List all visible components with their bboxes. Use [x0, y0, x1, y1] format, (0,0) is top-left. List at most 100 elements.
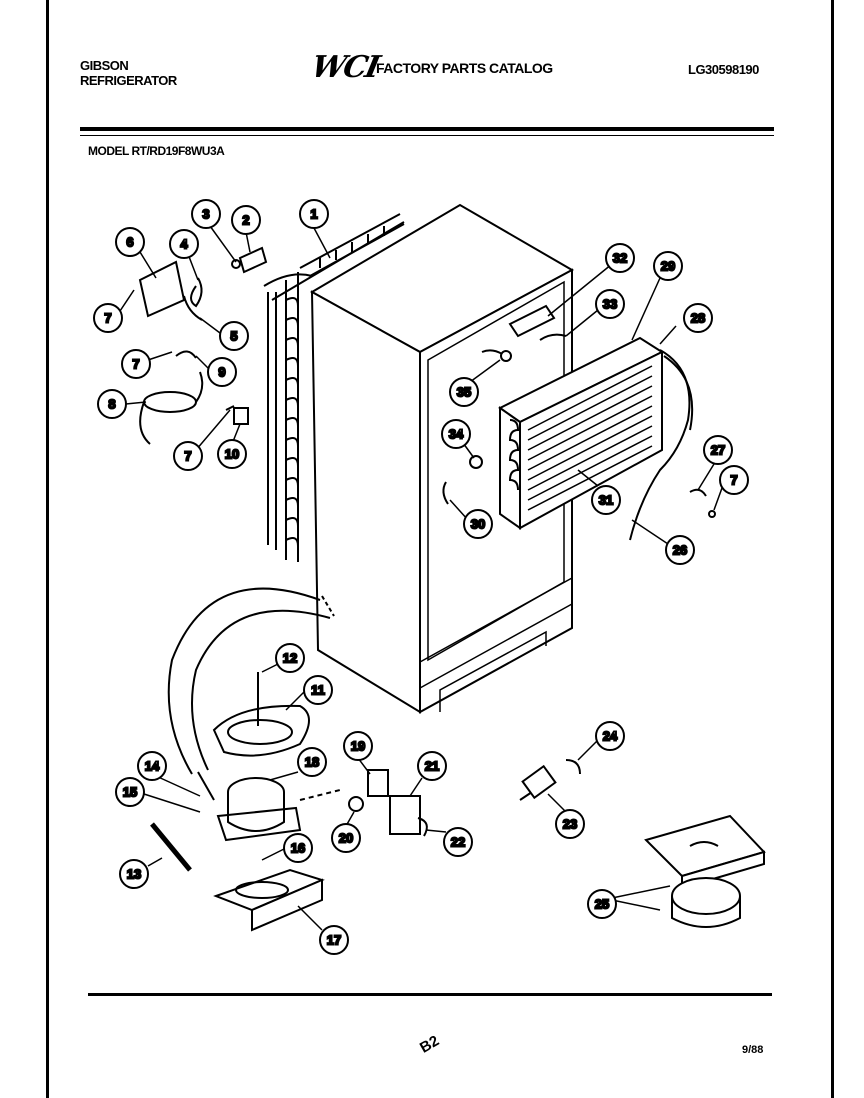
callout-19: 19 [343, 731, 373, 761]
catalog-title: FACTORY PARTS CATALOG [376, 60, 553, 76]
svg-text:5: 5 [230, 329, 237, 344]
callout-26: 26 [665, 535, 695, 565]
callout-5: 5 [219, 321, 249, 351]
brand-block: GIBSON REFRIGERATOR [80, 58, 177, 88]
callout-1: 1 [299, 199, 329, 229]
compressor [216, 777, 341, 842]
callout-27: 27 [703, 435, 733, 465]
svg-text:29: 29 [661, 259, 675, 274]
condenser-coil [263, 213, 405, 562]
svg-text:7: 7 [184, 449, 191, 464]
svg-text:32: 32 [613, 251, 627, 266]
callout-7b: 7 [121, 349, 151, 379]
callout-35: 35 [449, 377, 479, 407]
callout-6: 6 [115, 227, 145, 257]
callout-30: 30 [463, 509, 493, 539]
callout-17: 17 [319, 925, 349, 955]
svg-text:23: 23 [563, 817, 577, 832]
compressor-base [213, 868, 325, 932]
header-rule-thin [80, 135, 774, 136]
svg-text:16: 16 [291, 841, 305, 856]
revision-date: 9/88 [742, 1044, 764, 1056]
replacement-compressor-assembly [644, 814, 766, 928]
callout-24: 24 [595, 721, 625, 751]
svg-text:17: 17 [327, 933, 341, 948]
catalog-number: LG30598190 [688, 62, 759, 77]
svg-text:9: 9 [218, 365, 225, 380]
callout-21: 21 [417, 751, 447, 781]
electrical-components [150, 769, 428, 872]
svg-text:30: 30 [471, 517, 485, 532]
svg-text:13: 13 [127, 867, 141, 882]
callout-29: 29 [653, 251, 683, 281]
dryer-filter [519, 759, 581, 801]
brand-line-2: REFRIGERATOR [80, 73, 177, 88]
svg-text:33: 33 [603, 297, 617, 312]
upper-right-parts [442, 304, 716, 518]
callout-13: 13 [119, 859, 149, 889]
callout-18: 18 [297, 747, 327, 777]
svg-text:7: 7 [730, 473, 737, 488]
callout-23: 23 [555, 809, 585, 839]
svg-text:14: 14 [145, 759, 160, 774]
svg-text:34: 34 [449, 427, 464, 442]
header-rule-thick [80, 127, 774, 131]
svg-text:21: 21 [425, 759, 439, 774]
page-frame [46, 0, 834, 1098]
evaporator-assembly [498, 336, 694, 541]
svg-text:35: 35 [457, 385, 471, 400]
callout-25: 25 [587, 889, 617, 919]
callout-12: 12 [275, 643, 305, 673]
callout-11: 11 [303, 675, 333, 705]
svg-text:31: 31 [599, 493, 613, 508]
callout-3: 3 [191, 199, 221, 229]
svg-text:12: 12 [283, 651, 297, 666]
part-callouts: 1 2 3 4 5 6 7 7 7 7 8 9 10 11 12 13 14 1… [93, 199, 749, 955]
relay-bracket-parts [138, 246, 268, 445]
drain-tube [167, 587, 335, 775]
svg-text:10: 10 [225, 447, 239, 462]
svg-text:6: 6 [126, 235, 133, 250]
callout-2: 2 [231, 205, 261, 235]
svg-text:28: 28 [691, 311, 705, 326]
svg-text:4: 4 [180, 237, 188, 252]
svg-text:7: 7 [132, 357, 139, 372]
callout-7a: 7 [93, 303, 123, 333]
callout-22: 22 [443, 827, 473, 857]
svg-text:19: 19 [351, 739, 365, 754]
drain-pan [212, 672, 310, 757]
svg-text:22: 22 [451, 835, 465, 850]
svg-text:18: 18 [305, 755, 319, 770]
callout-20: 20 [331, 823, 361, 853]
svg-text:2: 2 [242, 213, 249, 228]
callout-7c: 7 [173, 441, 203, 471]
svg-text:26: 26 [673, 543, 687, 558]
leader-lines [117, 225, 723, 931]
svg-text:3: 3 [202, 207, 209, 222]
callout-31: 31 [591, 485, 621, 515]
callout-9: 9 [207, 357, 237, 387]
callout-7d: 7 [719, 465, 749, 495]
svg-text:25: 25 [595, 897, 609, 912]
callout-28: 28 [683, 303, 713, 333]
callout-4: 4 [169, 229, 199, 259]
callout-16: 16 [283, 833, 313, 863]
callout-8: 8 [97, 389, 127, 419]
svg-text:7: 7 [104, 311, 111, 326]
callout-32: 32 [605, 243, 635, 273]
brand-line-1: GIBSON [80, 58, 129, 73]
svg-text:27: 27 [711, 443, 725, 458]
footer-rule [88, 993, 772, 996]
svg-text:15: 15 [123, 785, 137, 800]
svg-text:11: 11 [311, 683, 325, 698]
svg-text:8: 8 [108, 397, 115, 412]
model-label: MODEL RT/RD19F8WU3A [88, 144, 225, 158]
callout-33: 33 [595, 289, 625, 319]
callout-10: 10 [217, 439, 247, 469]
svg-text:1: 1 [310, 207, 317, 222]
svg-text:24: 24 [603, 729, 618, 744]
callout-34: 34 [441, 419, 471, 449]
callout-14: 14 [137, 751, 167, 781]
callout-15: 15 [115, 777, 145, 807]
